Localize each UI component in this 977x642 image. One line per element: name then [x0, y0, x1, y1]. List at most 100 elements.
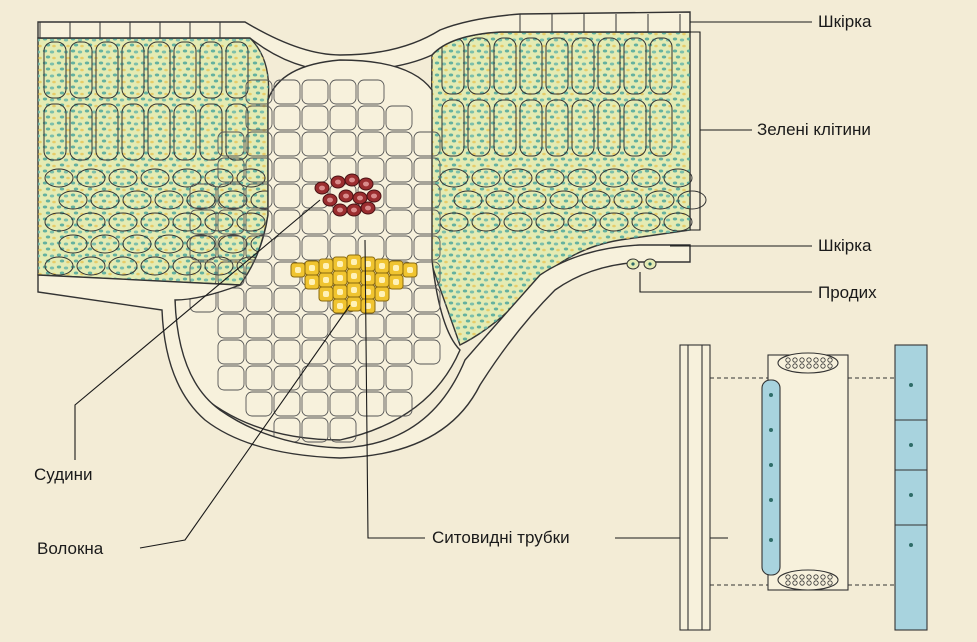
spongy-cell [172, 212, 202, 232]
spongy-cell [503, 168, 533, 188]
parenchyma-cell [217, 183, 245, 209]
spongy-cell [172, 168, 202, 188]
fiber-lumen [323, 277, 329, 283]
spongy-cell [122, 190, 152, 210]
parenchyma-cell [329, 417, 357, 443]
parenchyma-cell [357, 391, 385, 417]
parenchyma-cell [329, 391, 357, 417]
sieve-pore [820, 363, 826, 369]
parenchyma-cell [413, 131, 441, 157]
parenchyma-cell [301, 79, 329, 105]
parenchyma-cell [217, 339, 245, 365]
fiber-lumen [393, 279, 399, 285]
parenchyma-cell [385, 105, 413, 131]
spongy-cell [599, 168, 629, 188]
spongy-cell [517, 190, 547, 210]
fiber-lumen [337, 289, 343, 295]
palisade-cell [69, 41, 93, 99]
fiber-lumen [407, 267, 413, 273]
label-fibers: Волокна [37, 539, 104, 558]
fiber-lumen [295, 267, 301, 273]
mesophyll-left [37, 37, 270, 286]
fiber-lumen [351, 259, 357, 265]
palisade-cell [597, 37, 621, 95]
fiber-lumen [351, 301, 357, 307]
parenchyma-cell [273, 157, 301, 183]
sieve-pore [827, 580, 833, 586]
sieve-pore [799, 357, 805, 363]
palisade-cell [173, 41, 197, 99]
fiber-lumen [351, 287, 357, 293]
label-epidermis-top: Шкірка [818, 12, 872, 31]
palisade-cell [493, 99, 517, 157]
parenchyma-cell [413, 287, 441, 313]
spongy-cell [76, 168, 106, 188]
parenchyma-cell [357, 105, 385, 131]
upper-epidermis-cells [39, 14, 681, 38]
spongy-cell [186, 234, 216, 254]
midrib-parenchyma [189, 79, 441, 443]
fiber-lumen [393, 265, 399, 271]
spongy-cell [631, 168, 661, 188]
parenchyma-cell [301, 417, 329, 443]
palisade-cell [623, 99, 647, 157]
companion-nucleus [909, 383, 913, 387]
sieve-pore [806, 363, 812, 369]
parenchyma-cell [217, 313, 245, 339]
palisade-cell [43, 103, 67, 161]
parenchyma-cell [273, 287, 301, 313]
parenchyma-cell [273, 313, 301, 339]
parenchyma-cell [385, 209, 413, 235]
parenchyma-cell [385, 183, 413, 209]
parenchyma-cell [385, 365, 413, 391]
parenchyma-cell [301, 235, 329, 261]
spongy-cell [108, 212, 138, 232]
spongy-cell [549, 190, 579, 210]
spongy-cell [567, 212, 597, 232]
label-sieve-tubes: Ситовидні трубки [432, 528, 570, 547]
parenchyma-cell [189, 209, 217, 235]
parenchyma-cell [189, 235, 217, 261]
companion-nucleus [769, 538, 773, 542]
spongy-cell [645, 190, 675, 210]
palisade-cell [225, 41, 249, 99]
palisade-cell [623, 37, 647, 95]
spongy-cell [154, 190, 184, 210]
parenchyma-cell [245, 287, 273, 313]
spongy-cell [677, 190, 707, 210]
vessel-lumen [365, 205, 371, 211]
spongy-cell [108, 168, 138, 188]
parenchyma-cell [245, 365, 273, 391]
parenchyma-cell [301, 209, 329, 235]
parenchyma-cell [217, 209, 245, 235]
fiber-lumen [337, 261, 343, 267]
label-green-cells: Зелені клітини [757, 120, 871, 139]
parenchyma-cell [273, 131, 301, 157]
vessel-lumen [351, 207, 357, 213]
spongy-cell [471, 212, 501, 232]
spongy-cells [44, 168, 707, 276]
sieve-pore [792, 574, 798, 580]
vessel-lumen [335, 179, 341, 185]
palisade-cell [95, 41, 119, 99]
parenchyma-cell [245, 391, 273, 417]
fiber-lumen [309, 265, 315, 271]
palisade-cell [441, 99, 465, 157]
palisade-cell [597, 99, 621, 157]
spongy-cell [535, 212, 565, 232]
spongy-cell [663, 212, 693, 232]
parenchyma-cell [245, 313, 273, 339]
vessel-lumen [343, 193, 349, 199]
spongy-cell [44, 168, 74, 188]
spongy-cell [599, 212, 629, 232]
parenchyma-cell [413, 157, 441, 183]
stoma [626, 258, 657, 270]
spongy-cell [58, 190, 88, 210]
palisade-cell [147, 103, 171, 161]
vessel-lumen [337, 207, 343, 213]
parenchyma-cell [357, 365, 385, 391]
vessel-lumen [371, 193, 377, 199]
companion-nucleus [769, 498, 773, 502]
